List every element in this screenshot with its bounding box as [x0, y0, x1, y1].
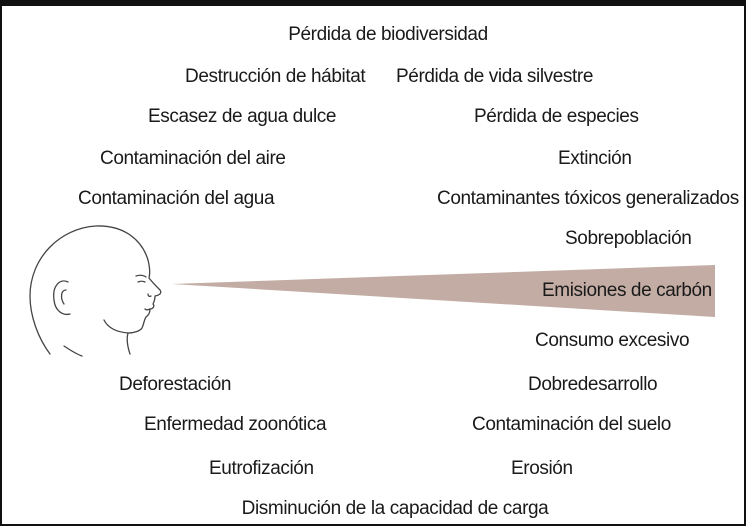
issue-toxic-pollutants: Contaminantes tóxicos generalizados	[437, 188, 739, 209]
issue-freshwater-scarcity: Escasez de agua dulce	[148, 106, 337, 127]
issue-erosion: Erosión	[511, 458, 573, 479]
issue-zoonotic-disease: Enfermedad zoonótica	[144, 414, 327, 435]
issue-overdevelopment: Dobredesarrollo	[528, 374, 658, 395]
issue-air-pollution: Contaminación del aire	[100, 148, 286, 169]
issue-species-loss: Pérdida de especies	[474, 106, 639, 127]
issue-wildlife-loss: Pérdida de vida silvestre	[396, 66, 593, 87]
issue-water-pollution: Contaminación del agua	[78, 188, 275, 209]
human-head-profile-icon	[29, 225, 162, 357]
issue-overconsumption: Consumo excesivo	[535, 330, 690, 351]
issue-deforestation: Deforestación	[119, 374, 232, 395]
issue-carrying-capacity: Disminución de la capacidad de carga	[241, 498, 549, 519]
issue-biodiversity-loss: Pérdida de biodiversidad	[288, 24, 488, 45]
issue-extinction: Extinción	[558, 148, 632, 169]
issue-overpopulation: Sobrepoblación	[565, 228, 692, 249]
issue-soil-pollution: Contaminación del suelo	[472, 414, 671, 435]
beam-label: Emisiones de carbón	[542, 280, 712, 301]
issue-eutrophication: Eutrofización	[209, 458, 314, 479]
focus-beam	[172, 265, 715, 317]
issue-habitat-destruction: Destrucción de hábitat	[185, 66, 366, 87]
focus-beam-shape	[172, 265, 715, 317]
